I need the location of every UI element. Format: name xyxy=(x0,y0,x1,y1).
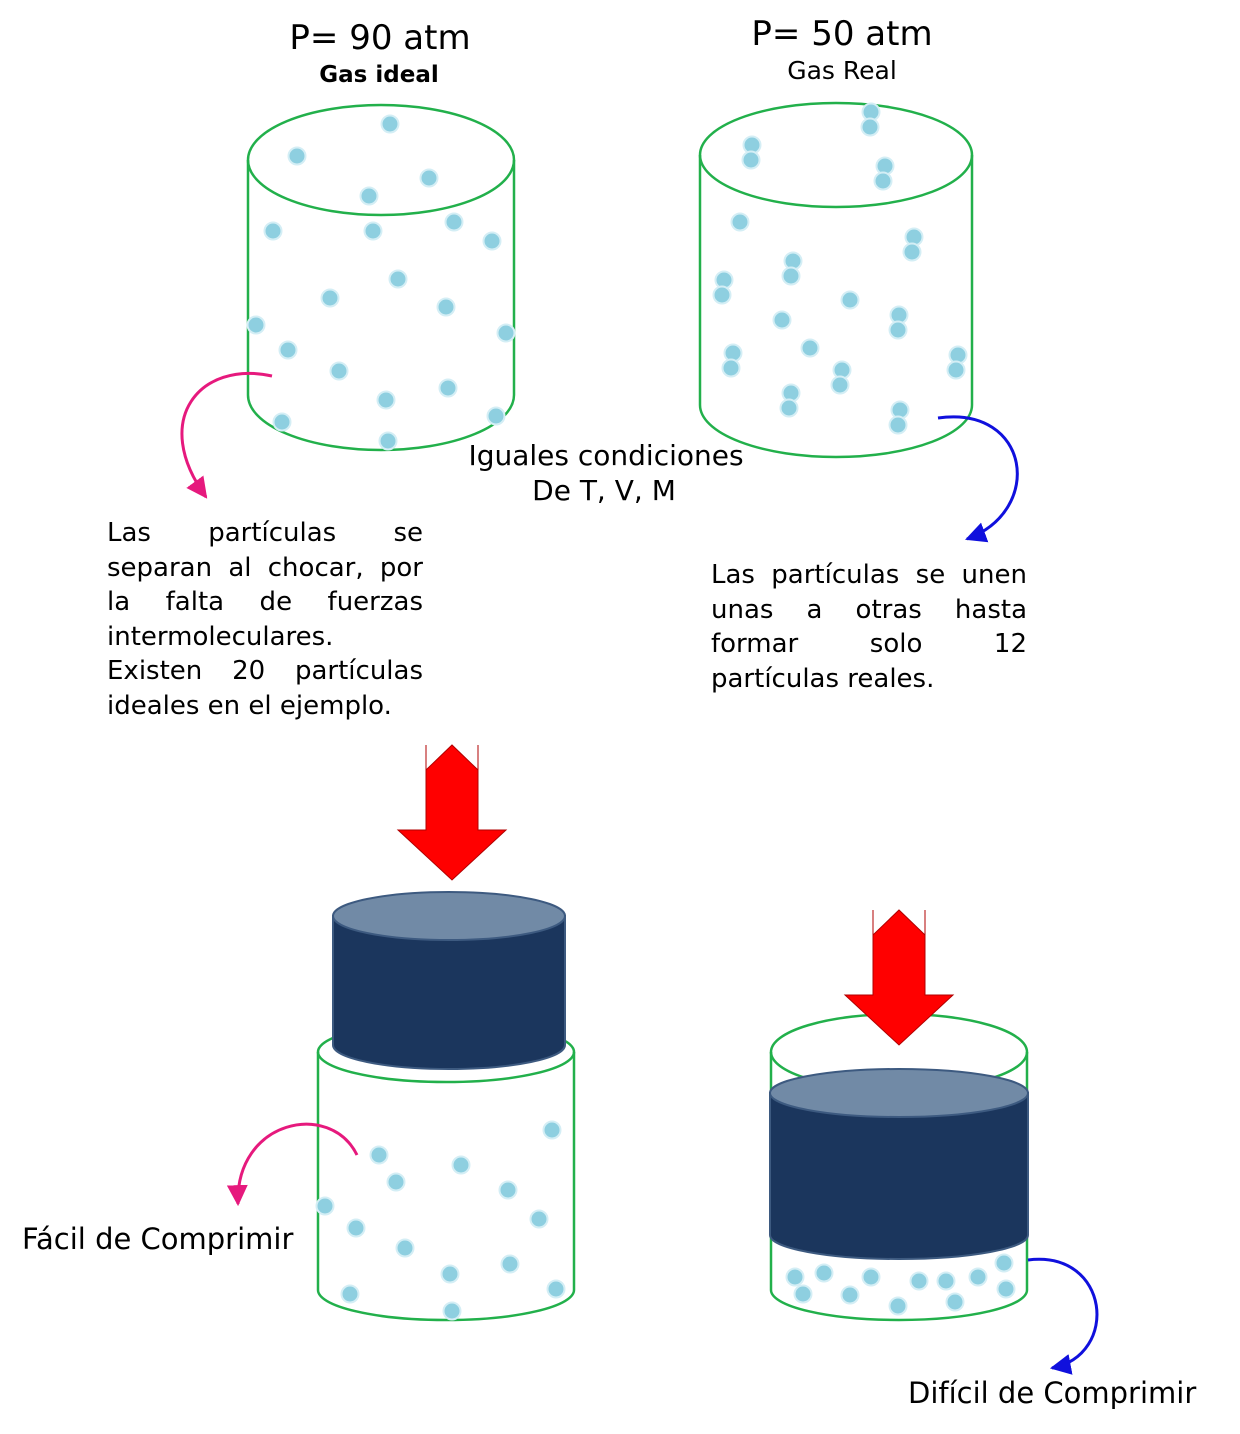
piston-real xyxy=(769,1068,1029,1260)
real-outcome-arrow xyxy=(1027,1257,1099,1375)
conditions-line1: Iguales condiciones xyxy=(468,439,744,472)
gas-particle xyxy=(873,171,893,191)
gas-particle xyxy=(945,1292,965,1312)
gas-particle xyxy=(440,1264,460,1284)
real-gas-particles xyxy=(712,102,968,435)
gas-particle xyxy=(730,212,750,232)
gas-particle xyxy=(909,1271,929,1291)
gas-particle xyxy=(861,1267,881,1287)
gas-particle xyxy=(968,1267,988,1287)
real-description-arrow xyxy=(937,415,1019,543)
gas-particle xyxy=(388,269,408,289)
gas-particle xyxy=(542,1120,562,1140)
gas-particle xyxy=(793,1284,813,1304)
gas-particle xyxy=(741,150,761,170)
real-pressure-label: P= 50 atm xyxy=(751,14,933,54)
gas-particle xyxy=(785,1267,805,1287)
ideal-outcome-label: Fácil de Comprimir xyxy=(22,1222,294,1256)
real-gas-label: Gas Real xyxy=(787,56,897,85)
conditions-line2: De T, V, M xyxy=(532,474,676,507)
gas-particle xyxy=(936,1271,956,1291)
ideal-description: Las partículas se separan al chocar, por… xyxy=(107,518,423,721)
gas-particle xyxy=(902,242,922,262)
gas-particle xyxy=(781,266,801,286)
real-gas-cylinder xyxy=(698,101,974,459)
ideal-outcome-arrow xyxy=(226,1122,359,1207)
real-description: Las partículas se unen unas a otras hast… xyxy=(711,560,1027,694)
gas-particle xyxy=(419,168,439,188)
gas-particle xyxy=(363,221,383,241)
gas-particle xyxy=(442,1301,462,1321)
gas-particle xyxy=(840,290,860,310)
gas-particle xyxy=(814,1263,834,1283)
gas-particle xyxy=(546,1279,566,1299)
gas-particle xyxy=(840,1285,860,1305)
gas-particle xyxy=(500,1254,520,1274)
gas-particle xyxy=(329,361,349,381)
gas-particle xyxy=(395,1238,415,1258)
gas-particle xyxy=(946,360,966,380)
gas-particle xyxy=(451,1155,471,1175)
gas-particle xyxy=(436,297,456,317)
compression-arrow-real xyxy=(843,909,955,1046)
compression-arrow-ideal xyxy=(396,744,508,881)
gas-particle xyxy=(444,212,464,232)
gas-particle xyxy=(346,1218,366,1238)
gas-particle xyxy=(888,1296,908,1316)
gas-particle xyxy=(496,323,516,343)
gas-particle xyxy=(994,1253,1014,1273)
gas-particle xyxy=(376,390,396,410)
gas-particle xyxy=(721,358,741,378)
gas-particle xyxy=(779,398,799,418)
gas-particle xyxy=(287,146,307,166)
ideal-description-arrow xyxy=(180,371,273,499)
gas-particle xyxy=(712,285,732,305)
gas-particle xyxy=(830,375,850,395)
gas-particle xyxy=(888,415,908,435)
gas-particle xyxy=(369,1145,389,1165)
compressed-real-particles xyxy=(785,1253,1016,1316)
gas-particle xyxy=(380,114,400,134)
gas-particle xyxy=(438,378,458,398)
piston-ideal xyxy=(332,891,566,1070)
gas-particle xyxy=(272,412,292,432)
gas-particle xyxy=(378,431,398,451)
ideal-gas-label: Gas ideal xyxy=(319,62,439,88)
gas-particle xyxy=(340,1284,360,1304)
gas-particle xyxy=(482,231,502,251)
gas-particle xyxy=(498,1180,518,1200)
gas-particle xyxy=(486,406,506,426)
gas-particle xyxy=(860,117,880,137)
real-outcome-label: Difícil de Comprimir xyxy=(908,1376,1197,1410)
gas-particle xyxy=(320,288,340,308)
compressed-ideal-particles xyxy=(315,1120,566,1321)
gas-particle xyxy=(263,221,283,241)
gas-particle xyxy=(359,186,379,206)
gas-particle xyxy=(386,1172,406,1192)
gas-particle xyxy=(772,310,792,330)
gas-particle xyxy=(529,1209,549,1229)
gas-particle xyxy=(278,340,298,360)
gas-particle xyxy=(996,1279,1016,1299)
gas-particle xyxy=(888,320,908,340)
ideal-gas-particles xyxy=(246,114,516,451)
ideal-pressure-label: P= 90 atm xyxy=(289,18,471,58)
gas-particle xyxy=(246,315,266,335)
gas-particle xyxy=(315,1196,335,1216)
gas-particle xyxy=(800,338,820,358)
